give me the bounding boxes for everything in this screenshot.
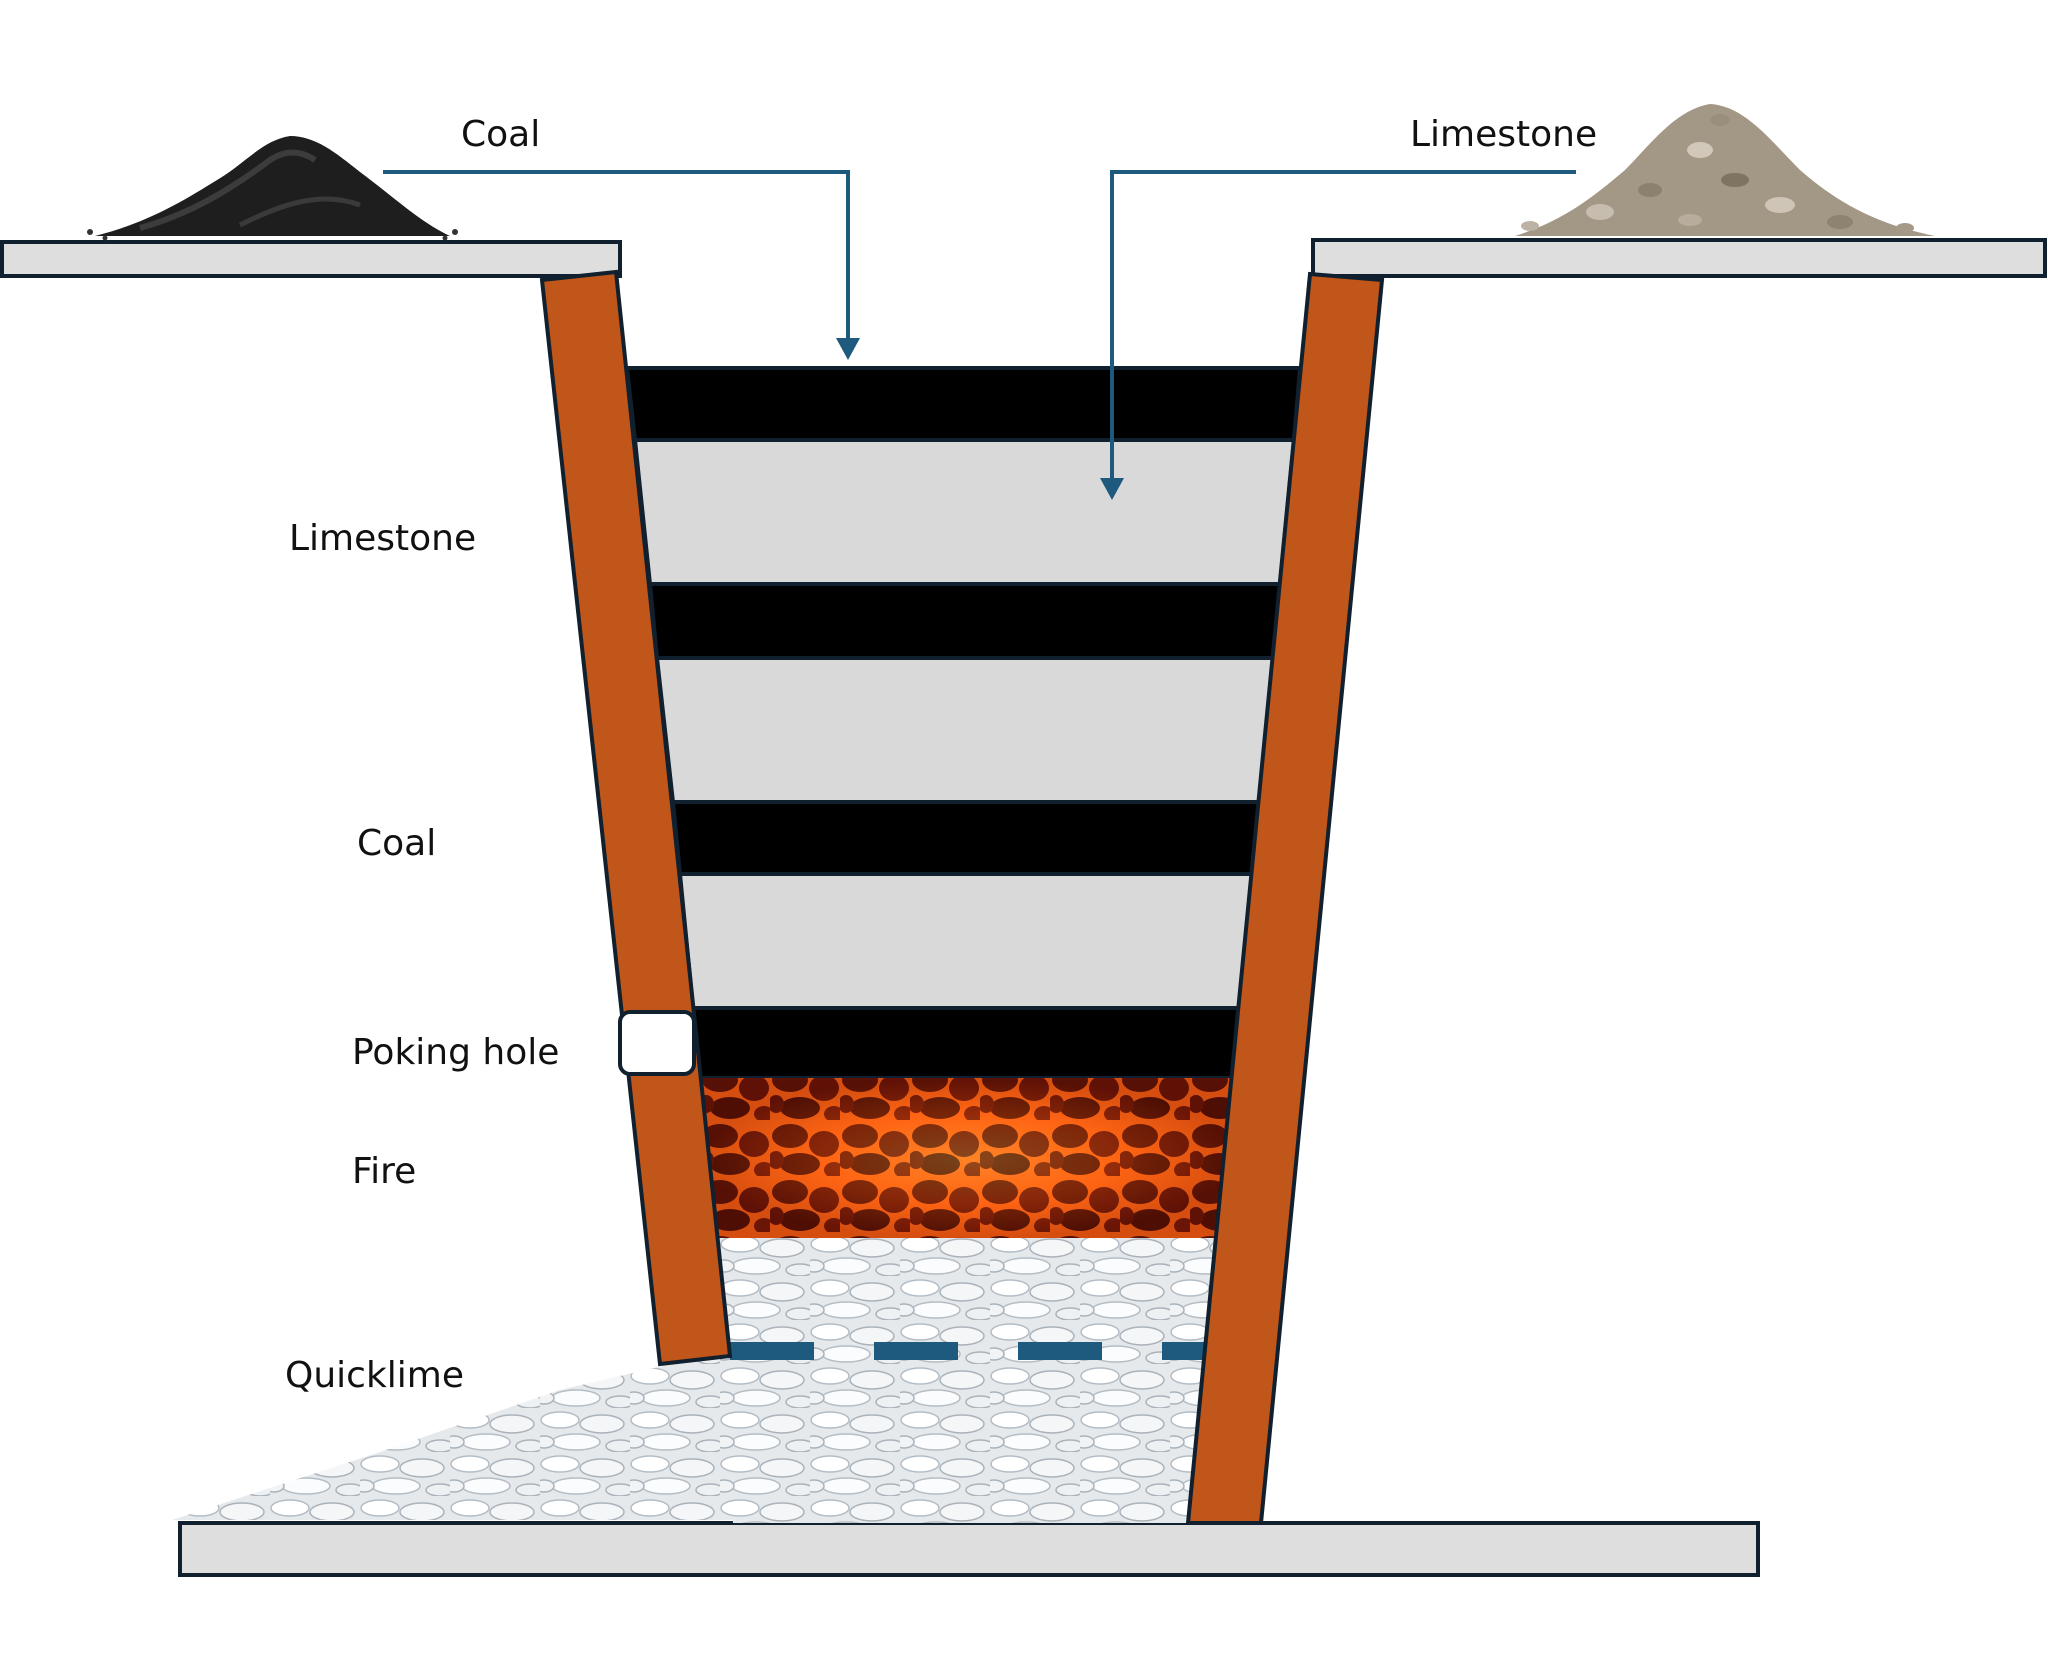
label-limestone-top: Limestone — [1410, 114, 1598, 155]
kiln-wall-right — [1185, 271, 1385, 1525]
limestone-layer-2 — [654, 656, 1278, 804]
ground-shelf-left — [0, 240, 622, 278]
coal-layer-1 — [624, 366, 1303, 442]
coal-pile — [87, 136, 458, 241]
label-quicklime: Quicklime — [285, 1355, 465, 1396]
limestone-pile — [1515, 104, 1935, 236]
label-fire: Fire — [352, 1151, 417, 1192]
coal-layer-2 — [647, 582, 1283, 660]
ground-shelf-right — [1311, 238, 2047, 278]
limestone-layer-3 — [677, 872, 1257, 1010]
label-limestone-side: Limestone — [289, 518, 477, 559]
quicklime-spill — [172, 1356, 740, 1520]
ground-floor — [178, 1521, 1760, 1577]
quicklime-in-kiln — [716, 1238, 1222, 1523]
coal-feed-arrow — [383, 170, 860, 360]
limestone-feed-arrow — [1100, 170, 1576, 500]
limestone-layer-1 — [632, 438, 1297, 586]
label-poking-hole: Poking hole — [352, 1032, 560, 1073]
label-coal-side: Coal — [357, 823, 437, 864]
coal-layer-4 — [690, 1006, 1247, 1080]
fire-glow — [700, 1078, 1238, 1238]
kiln-wall-left — [539, 269, 733, 1367]
label-coal-top: Coal — [461, 114, 541, 155]
coal-layer-3 — [670, 800, 1263, 876]
poking-hole — [618, 1010, 696, 1076]
